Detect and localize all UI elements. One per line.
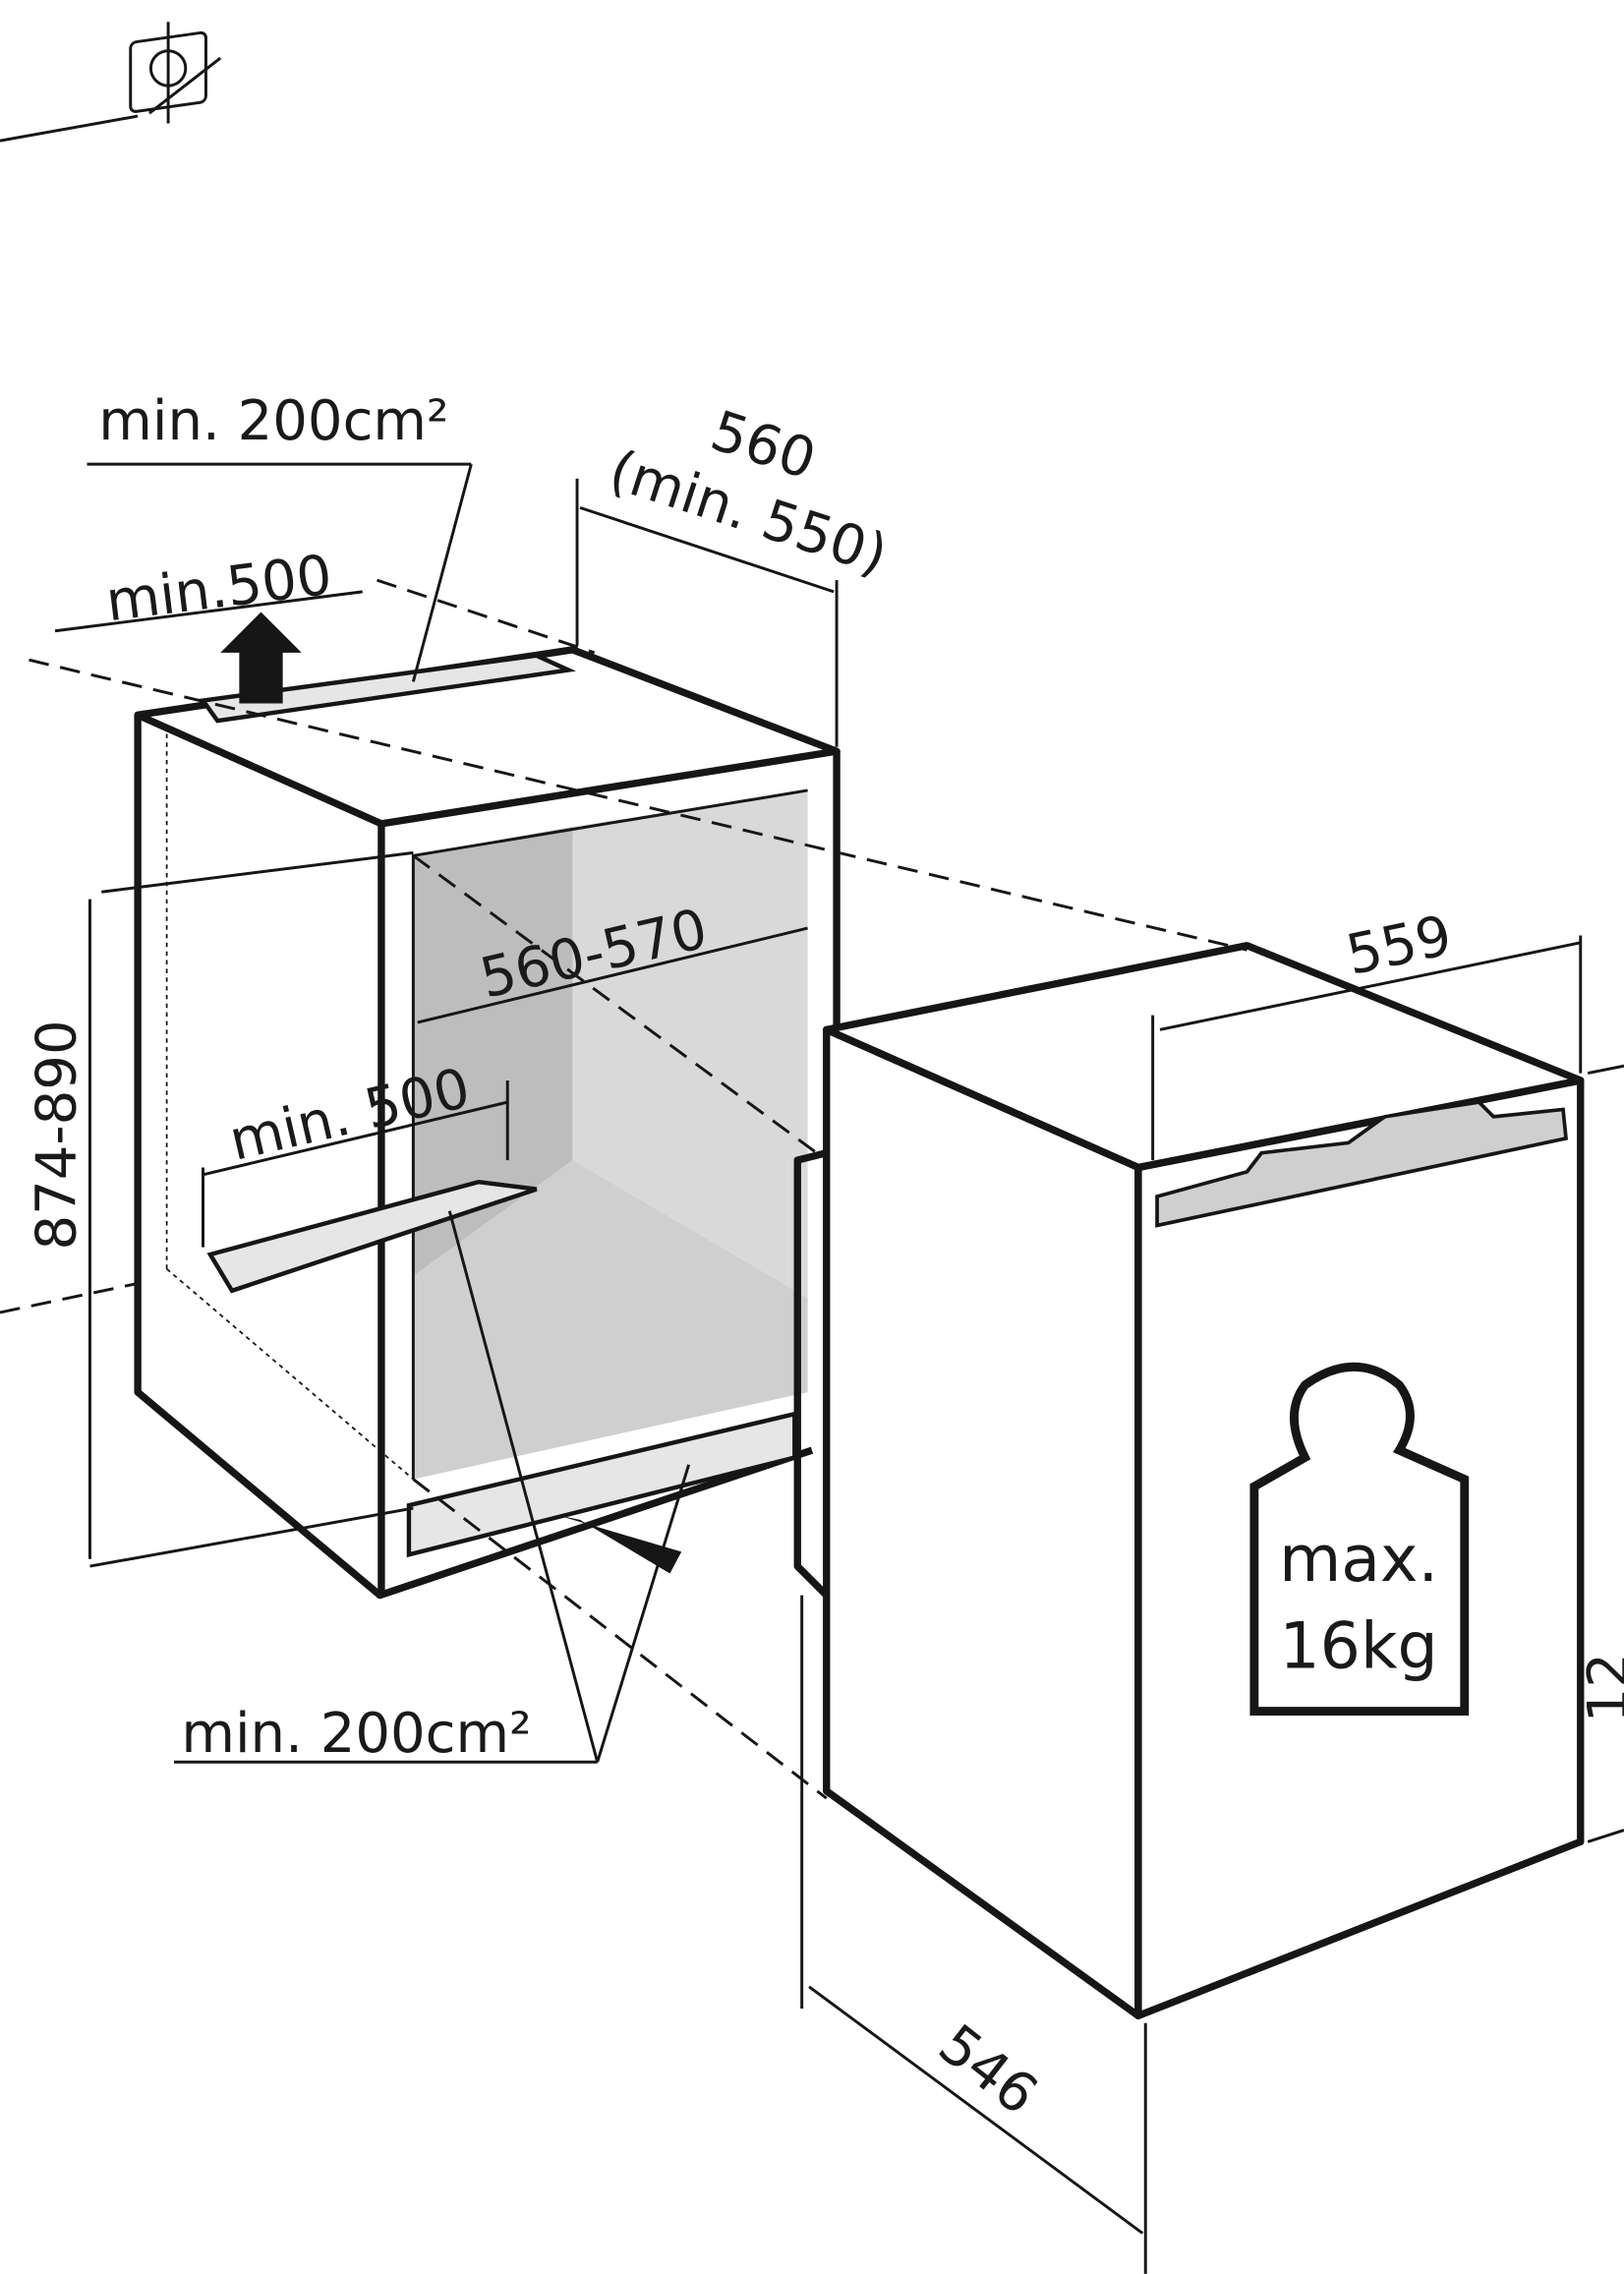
appliance-width-label: 559 xyxy=(1341,904,1457,988)
max-load-line2: 16kg xyxy=(1279,1609,1437,1683)
floor-vent xyxy=(206,1179,538,1294)
appliance-height-label-partial: 12 xyxy=(1577,1653,1624,1722)
top-vent-area-label: min. 200cm² xyxy=(98,389,448,453)
inner-back-wall xyxy=(572,789,808,1299)
crosshair-icon xyxy=(0,22,222,143)
top-vent xyxy=(199,653,576,724)
appliance-depth-label: 546 xyxy=(927,2012,1049,2128)
weight-icon: max. 16kg xyxy=(1249,1363,1470,1717)
top-clearance-label: min.500 xyxy=(102,544,335,635)
niche-height-label: 874-890 xyxy=(26,1020,89,1250)
inner-floor xyxy=(413,1160,808,1480)
bottom-vent-area-label: min. 200cm² xyxy=(181,1702,531,1766)
dimension-lines xyxy=(54,462,1624,2274)
inner-side-wall xyxy=(413,826,573,1277)
max-load-line1: max. xyxy=(1279,1523,1438,1597)
control-panel xyxy=(1155,1100,1568,1228)
appliance: max. 16kg xyxy=(793,942,1585,2020)
